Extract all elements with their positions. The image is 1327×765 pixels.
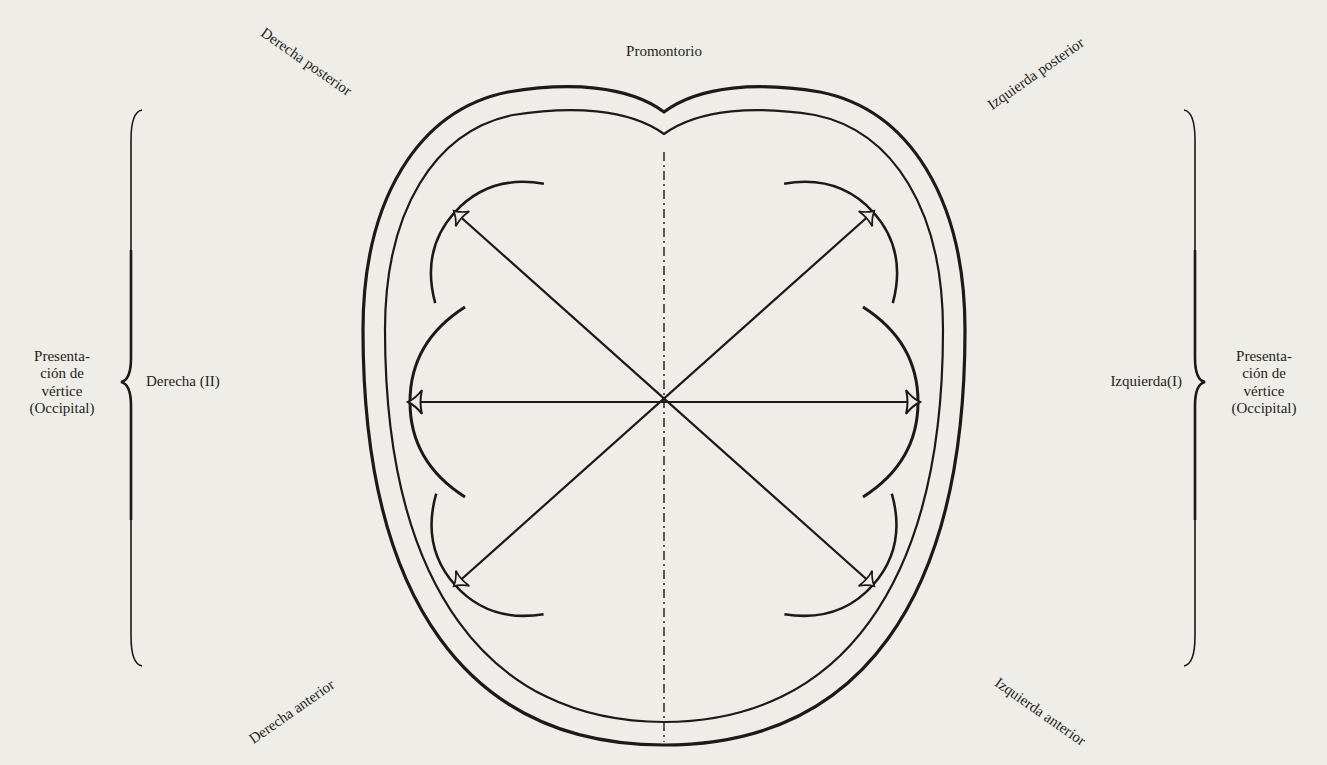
position-label: Izquierda posterior: [984, 34, 1087, 113]
suture-lines: [410, 212, 918, 585]
presentation-label: Presenta- ción de vértice (Occipital): [22, 348, 102, 417]
position-label: Derecha anterior: [246, 676, 338, 748]
left-brace: [121, 110, 142, 666]
fontanelle: [399, 151, 544, 303]
presentation-label: Presenta- ción de vértice (Occipital): [1224, 348, 1304, 417]
braces: [121, 110, 1205, 666]
fontanelle: [863, 307, 920, 497]
landmark-label: Promontorio: [626, 43, 702, 60]
fontanelles: [399, 151, 928, 646]
right-brace: [1184, 110, 1205, 666]
pelvis-outer: [363, 87, 965, 745]
position-label: Derecha posterior: [257, 24, 355, 100]
right-brace-thick: [1195, 250, 1205, 520]
left-brace-thick: [121, 250, 131, 520]
fontanelle: [784, 494, 928, 647]
position-label: Derecha (II): [146, 373, 220, 390]
fontanelle: [408, 307, 465, 497]
position-label: Izquierda(I): [1110, 373, 1182, 390]
fontanelle: [400, 494, 544, 647]
fontanelle: [784, 151, 929, 303]
position-label: Izquierda anterior: [991, 674, 1089, 750]
midline: [663, 152, 664, 742]
